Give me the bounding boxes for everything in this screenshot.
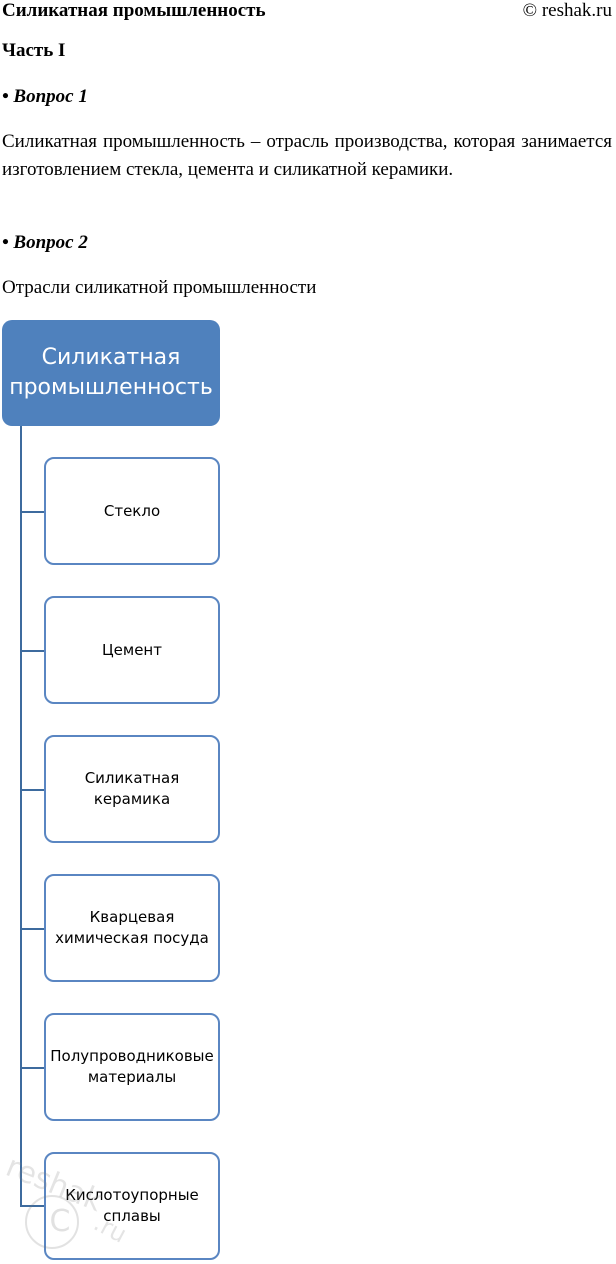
part-heading: Часть I — [2, 40, 66, 61]
question-1-heading: • Вопрос 1 — [2, 86, 88, 107]
diagram-branch-line — [20, 650, 44, 652]
diagram-child-node: Силикатная керамика — [44, 735, 220, 843]
diagram-child-node: Полупроводниковые материалы — [44, 1013, 220, 1121]
diagram-trunk-line — [20, 426, 22, 1206]
diagram-branch-line — [20, 1067, 44, 1069]
page-header-title: Силикатная промышленность — [2, 0, 266, 21]
diagram-child-node: Кислотоупорные сплавы — [44, 1152, 220, 1260]
question-2-caption: Отрасли силикатной промышленности — [2, 277, 317, 298]
diagram-root-node: Силикатная промышленность — [2, 320, 220, 426]
diagram-child-node: Кварцевая химическая посуда — [44, 874, 220, 982]
diagram-branch-line — [20, 511, 44, 513]
diagram-child-node: Цемент — [44, 596, 220, 704]
diagram-branch-line — [20, 1205, 44, 1207]
diagram-branch-line — [20, 928, 44, 930]
question-1-answer: Силикатная промышленность – отрасль прои… — [2, 131, 612, 180]
diagram-child-node: Стекло — [44, 457, 220, 565]
question-2-heading: • Вопрос 2 — [2, 232, 88, 253]
diagram-branch-line — [20, 789, 44, 791]
copyright-notice: © reshak.ru — [522, 0, 612, 21]
